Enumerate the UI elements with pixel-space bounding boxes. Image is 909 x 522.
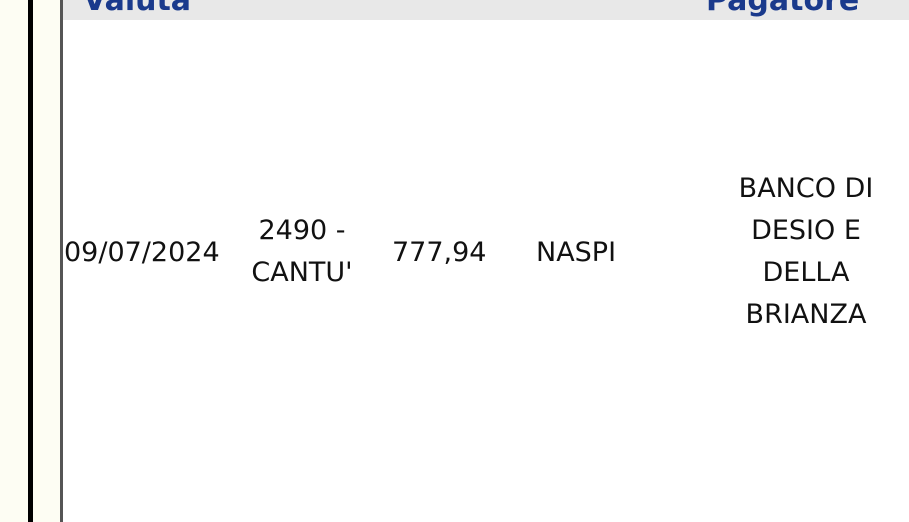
frame-border <box>28 0 33 522</box>
table-header: Valuta Pagatore <box>63 0 909 20</box>
cell-causale: NASPI <box>536 237 617 268</box>
cell-branch: 2490 - CANTU' <box>251 215 353 288</box>
table-border <box>60 0 63 522</box>
column-header-valuta: Valuta <box>83 0 192 18</box>
cell-valuta-date: 09/07/2024 <box>64 237 220 268</box>
cell-amount: 777,94 <box>392 237 487 268</box>
column-header-pagatore: Pagatore <box>706 0 860 18</box>
transactions-table <box>60 0 909 522</box>
cell-pagatore: BANCO DI DESIO E DELLA BRIANZA <box>738 173 874 330</box>
